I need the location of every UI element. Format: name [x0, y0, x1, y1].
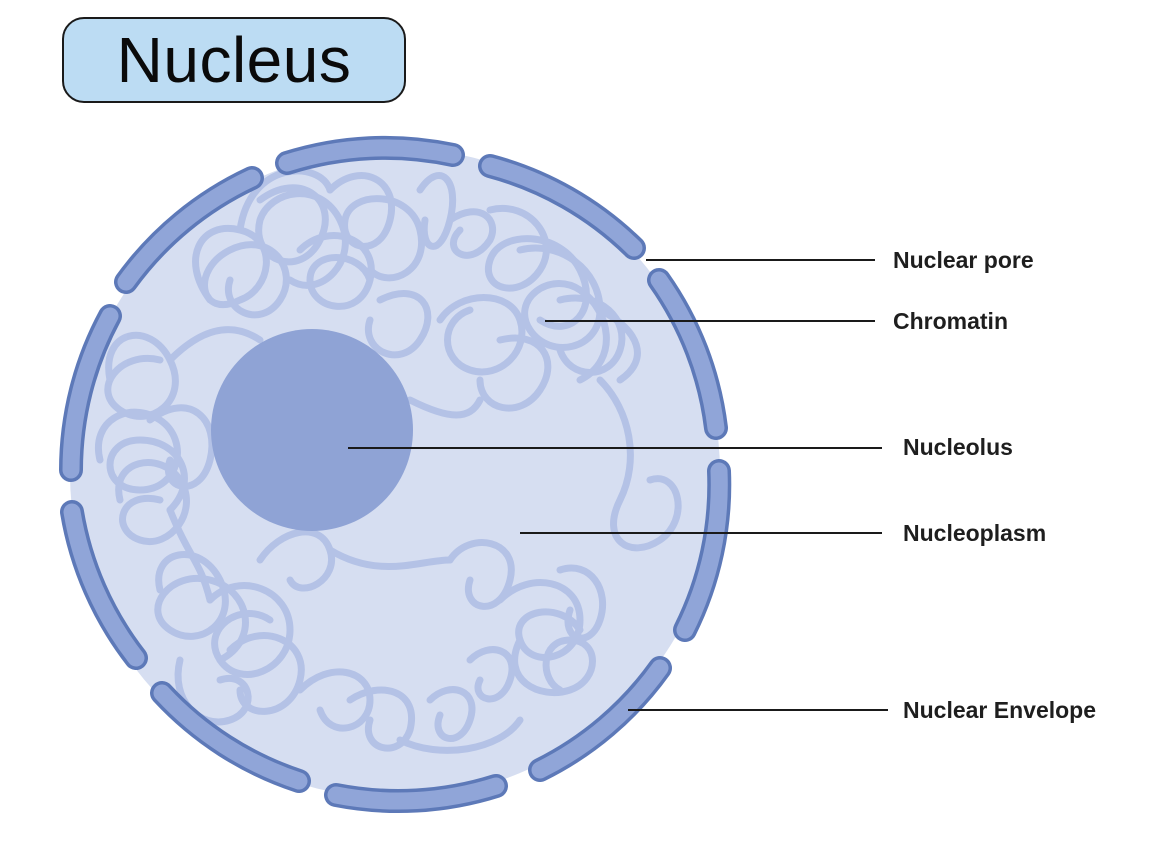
envelope-segment	[63, 503, 145, 667]
envelope-segment	[327, 777, 505, 810]
envelope-segment	[278, 139, 462, 172]
nuclear-envelope	[59, 135, 732, 814]
envelope-segment	[676, 462, 728, 639]
envelope-segment	[481, 157, 643, 257]
label-chromatin: Chromatin	[893, 308, 1008, 334]
label-nucleoplasm: Nucleoplasm	[903, 520, 1046, 546]
chromatin	[95, 167, 682, 754]
envelope-segment	[531, 659, 669, 779]
envelope-segment	[117, 169, 261, 291]
envelope-segment	[62, 307, 119, 479]
title-box: Nucleus	[62, 17, 406, 103]
envelope-segment	[650, 271, 725, 437]
envelope-segment	[153, 684, 308, 790]
label-nuclear-envelope: Nuclear Envelope	[903, 697, 1096, 723]
nucleolus	[211, 329, 413, 531]
label-nuclear-pore: Nuclear pore	[893, 247, 1034, 273]
label-nucleolus: Nucleolus	[903, 434, 1013, 460]
diagram-title: Nucleus	[116, 24, 352, 96]
